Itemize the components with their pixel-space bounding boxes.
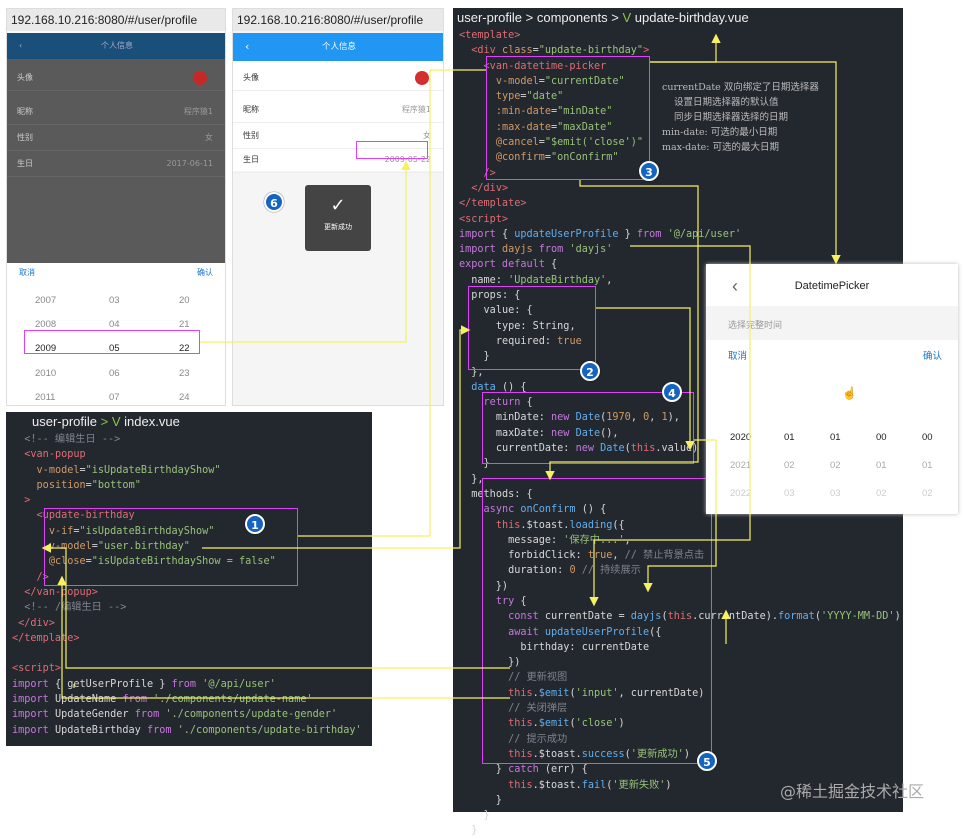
picker-day[interactable]: 23 (179, 368, 190, 379)
picker-cell[interactable]: 2021 (730, 460, 752, 471)
url-bar-b[interactable]: 192.168.10.216:8080/#/user/profile (233, 9, 443, 31)
avatar (193, 71, 207, 85)
annotation: currentDate 双向绑定了日期选择器 设置日期选择器的默认值 同步日期选… (662, 80, 872, 155)
data-highlight (482, 392, 694, 464)
step-badge-3: 3 (639, 161, 659, 181)
picker-year[interactable]: 2009 (35, 343, 57, 354)
picker-day[interactable]: 22 (179, 343, 190, 354)
selected-date-highlight (24, 330, 200, 354)
header-title: 个人信息 (321, 42, 356, 52)
picker-confirm[interactable]: 确认 (922, 351, 942, 362)
step-badge-1: 1 (245, 514, 265, 534)
picker-cell[interactable]: 01 (784, 432, 795, 443)
picker-year[interactable]: 2010 (35, 368, 57, 379)
screen-a: 192.168.10.216:8080/#/user/profile ‹ 个人信… (6, 8, 226, 406)
step-badge-2: 2 (580, 361, 600, 381)
annotation-line: currentDate 双向绑定了日期选择器 (662, 82, 819, 93)
index-breadcrumb: user-profile > V index.vue (32, 414, 180, 429)
picker-year[interactable]: 2007 (35, 295, 57, 306)
main-code: <template> <div class="update-birthday">… (459, 30, 901, 837)
datetime-picker-highlight (486, 56, 650, 180)
props-highlight (468, 286, 596, 370)
picker-cell[interactable]: 02 (784, 460, 795, 471)
picker-day[interactable]: 20 (179, 295, 190, 306)
row-gender[interactable]: 性别女 (7, 125, 225, 151)
picker-year[interactable]: 2011 (35, 392, 56, 403)
picker-cell[interactable]: 01 (830, 432, 841, 443)
row-nickname[interactable]: 昵称程序猿1 (233, 97, 443, 123)
main-breadcrumb: user-profile > components > V update-bir… (457, 10, 749, 25)
picker-month[interactable]: 07 (109, 392, 120, 403)
picker-cell[interactable]: 02 (876, 488, 887, 499)
picker-month[interactable]: 04 (109, 319, 120, 330)
picker-confirm[interactable]: 确认 (197, 268, 213, 277)
picker-cell[interactable]: 00 (876, 432, 887, 443)
picker-cell[interactable]: 03 (784, 488, 795, 499)
toast-text: 更新成功 (324, 223, 352, 231)
picker-cell[interactable]: 00 (922, 432, 933, 443)
screen-b: 192.168.10.216:8080/#/user/profile ‹ 个人信… (232, 8, 444, 406)
annotation-line: 设置日期选择器的默认值 (674, 97, 779, 108)
birthday-value-highlight (356, 141, 428, 159)
url-bar[interactable]: 192.168.10.216:8080/#/user/profile (7, 9, 225, 31)
back-icon[interactable]: ‹ (19, 41, 23, 50)
step-badge-6: 6 (264, 192, 284, 212)
picker-cell[interactable]: 2022 (730, 488, 752, 499)
row-nickname[interactable]: 昵称程序猿1 (7, 99, 225, 125)
picker-cell[interactable]: 2020 (730, 432, 752, 443)
annotation-line: min-date: 可选的最小日期 (662, 127, 778, 138)
picker-cell[interactable]: 02 (830, 460, 841, 471)
picker-month[interactable]: 06 (109, 368, 120, 379)
picker-day[interactable]: 24 (179, 392, 190, 403)
picker-month[interactable]: 03 (109, 295, 120, 306)
check-icon: ✓ (330, 195, 346, 216)
app-header-b: ‹ 个人信息 (233, 33, 443, 61)
header-title: 个人信息 (101, 41, 133, 50)
picker-year[interactable]: 2008 (35, 319, 57, 330)
picker-cell[interactable]: 01 (922, 460, 933, 471)
picker-cell[interactable]: 03 (830, 488, 841, 499)
back-icon[interactable]: ‹ (245, 40, 250, 53)
annotation-line: max-date: 可选的最大日期 (662, 142, 779, 153)
toast: ✓ 更新成功 (305, 185, 371, 251)
row-avatar[interactable]: 头像 (233, 65, 443, 91)
index-code: <!-- 编辑生日 --> <van-popup v-model="isUpda… (12, 434, 362, 736)
hand-cursor-icon: ☝ (842, 386, 857, 400)
picker-subtitle: 选择完整时间 (728, 320, 783, 330)
app-header: ‹ 个人信息 (7, 33, 225, 59)
watermark: @稀土掘金技术社区 (780, 782, 925, 801)
row-avatar[interactable]: 头像 (7, 65, 225, 91)
picker-cancel[interactable]: 取消 (19, 268, 35, 277)
picker-subtitle-bar: 选择完整时间 (706, 306, 958, 340)
step-badge-5: 5 (697, 751, 717, 771)
picker-popup: 取消 确认 (7, 263, 225, 405)
picker-day[interactable]: 21 (179, 319, 190, 330)
picker-cancel[interactable]: 取消 (728, 351, 748, 362)
picker-title: DatetimePicker (794, 280, 870, 292)
picker-month[interactable]: 05 (109, 343, 120, 354)
onconfirm-highlight (482, 478, 712, 764)
step-badge-4: 4 (662, 382, 682, 402)
picker-cell[interactable]: 01 (876, 460, 887, 471)
picker-cell[interactable]: 02 (922, 488, 933, 499)
annotation-line: 同步日期选择器选择的日期 (674, 112, 789, 123)
avatar (415, 71, 429, 85)
